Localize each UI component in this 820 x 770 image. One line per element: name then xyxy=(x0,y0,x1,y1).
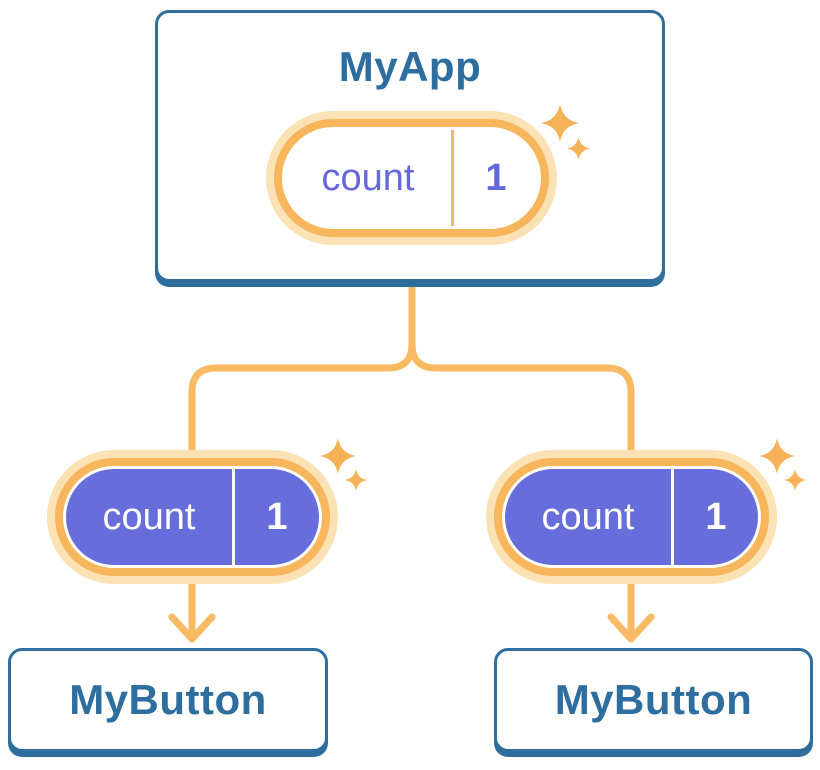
state-pill-myapp: count 1 xyxy=(266,111,557,245)
branch-line-right xyxy=(408,274,635,634)
sparkle-icon xyxy=(784,469,806,491)
state-pill-mybutton-left: count 1 xyxy=(47,450,338,584)
arrowhead-right-icon xyxy=(607,613,655,643)
sparkle-icon xyxy=(345,469,367,491)
component-title: MyButton xyxy=(69,676,267,723)
sparkle-icon xyxy=(320,438,356,474)
state-pill-mybutton-right: count 1 xyxy=(486,450,777,584)
component-card-mybutton-left: MyButton xyxy=(8,648,328,752)
pill-divider xyxy=(232,469,235,565)
pill-ring: count 1 xyxy=(494,458,769,576)
state-value-label: 1 xyxy=(266,495,288,538)
pill-body: count 1 xyxy=(282,127,541,229)
state-value-label: 1 xyxy=(485,156,507,199)
component-card-mybutton-right: MyButton xyxy=(494,648,813,752)
sparkle-icon xyxy=(541,104,579,142)
state-value-label: 1 xyxy=(705,495,727,538)
arrowhead-left-icon xyxy=(168,613,216,643)
state-name-label: count xyxy=(541,495,635,538)
pill-ring: count 1 xyxy=(274,119,549,237)
pill-body: count 1 xyxy=(63,466,322,568)
state-name-label: count xyxy=(321,156,415,199)
pill-ring: count 1 xyxy=(55,458,330,576)
sparkle-icon xyxy=(759,438,795,474)
pill-body: count 1 xyxy=(502,466,761,568)
pill-divider xyxy=(451,130,454,226)
component-title: MyApp xyxy=(338,43,482,90)
sparkle-icon xyxy=(567,137,590,160)
state-name-label: count xyxy=(102,495,196,538)
component-title: MyButton xyxy=(554,676,753,723)
pill-divider xyxy=(671,469,674,565)
